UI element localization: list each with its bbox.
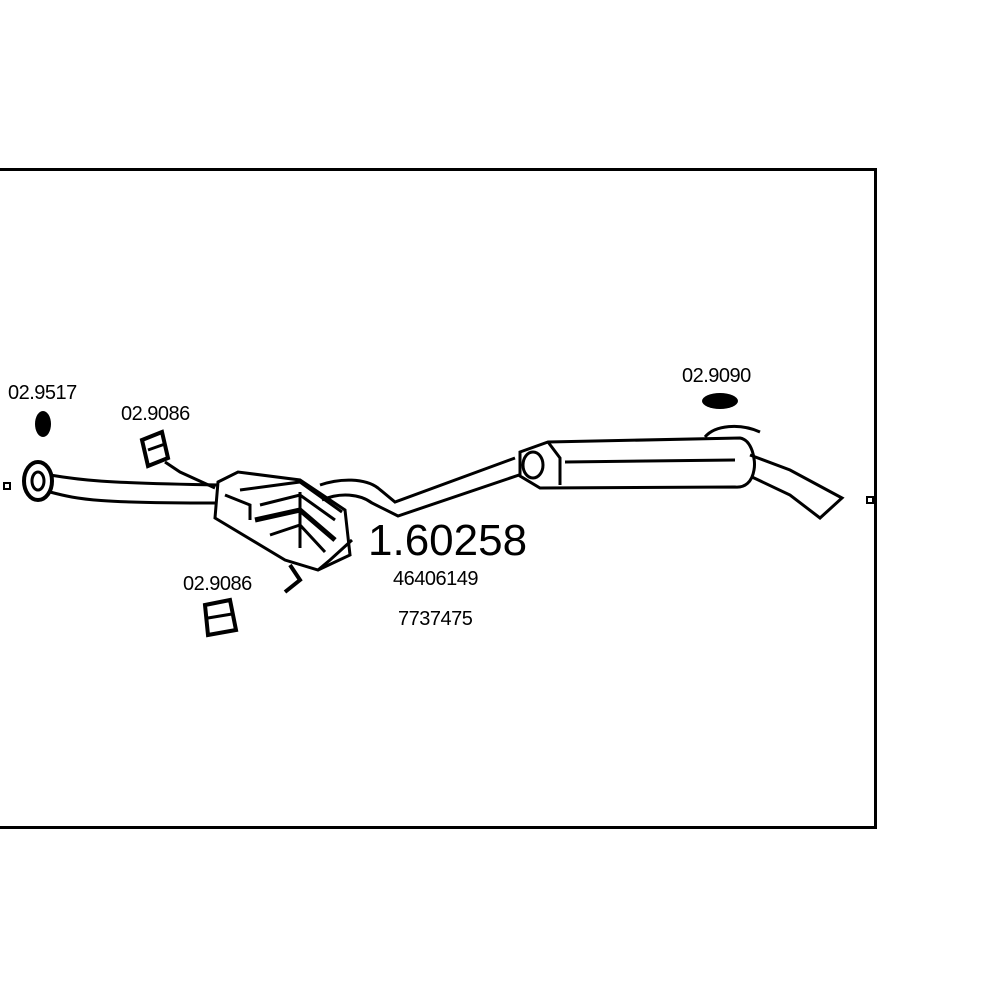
- accessory-label-9086-top: 02.9086: [121, 403, 190, 425]
- front-pipe: [49, 473, 221, 505]
- rubber-mount-9090-icon: [702, 393, 738, 409]
- accessory-label-9517: 02.9517: [8, 382, 77, 404]
- oem-number-2: 7737475: [398, 608, 473, 630]
- center-silencer: [213, 470, 354, 594]
- right-edge-marker: [866, 496, 874, 504]
- accessory-label-9090: 02.9090: [682, 365, 751, 387]
- accessory-label-9086-bottom: 02.9086: [183, 573, 252, 595]
- rubber-mount-9086-bottom-icon: [202, 597, 239, 638]
- left-edge-marker: [3, 482, 11, 490]
- rubber-mount-9517-icon: [35, 411, 51, 437]
- tail-pipe: [703, 424, 845, 520]
- intermediate-pipe: [319, 456, 523, 518]
- part-number: 1.60258: [368, 516, 528, 565]
- rear-silencer: [518, 436, 756, 490]
- front-flange: [22, 460, 54, 502]
- diagram-frame: [0, 168, 877, 829]
- oem-number-1: 46406149: [393, 568, 478, 590]
- rubber-mount-9086-top-icon: [139, 429, 216, 490]
